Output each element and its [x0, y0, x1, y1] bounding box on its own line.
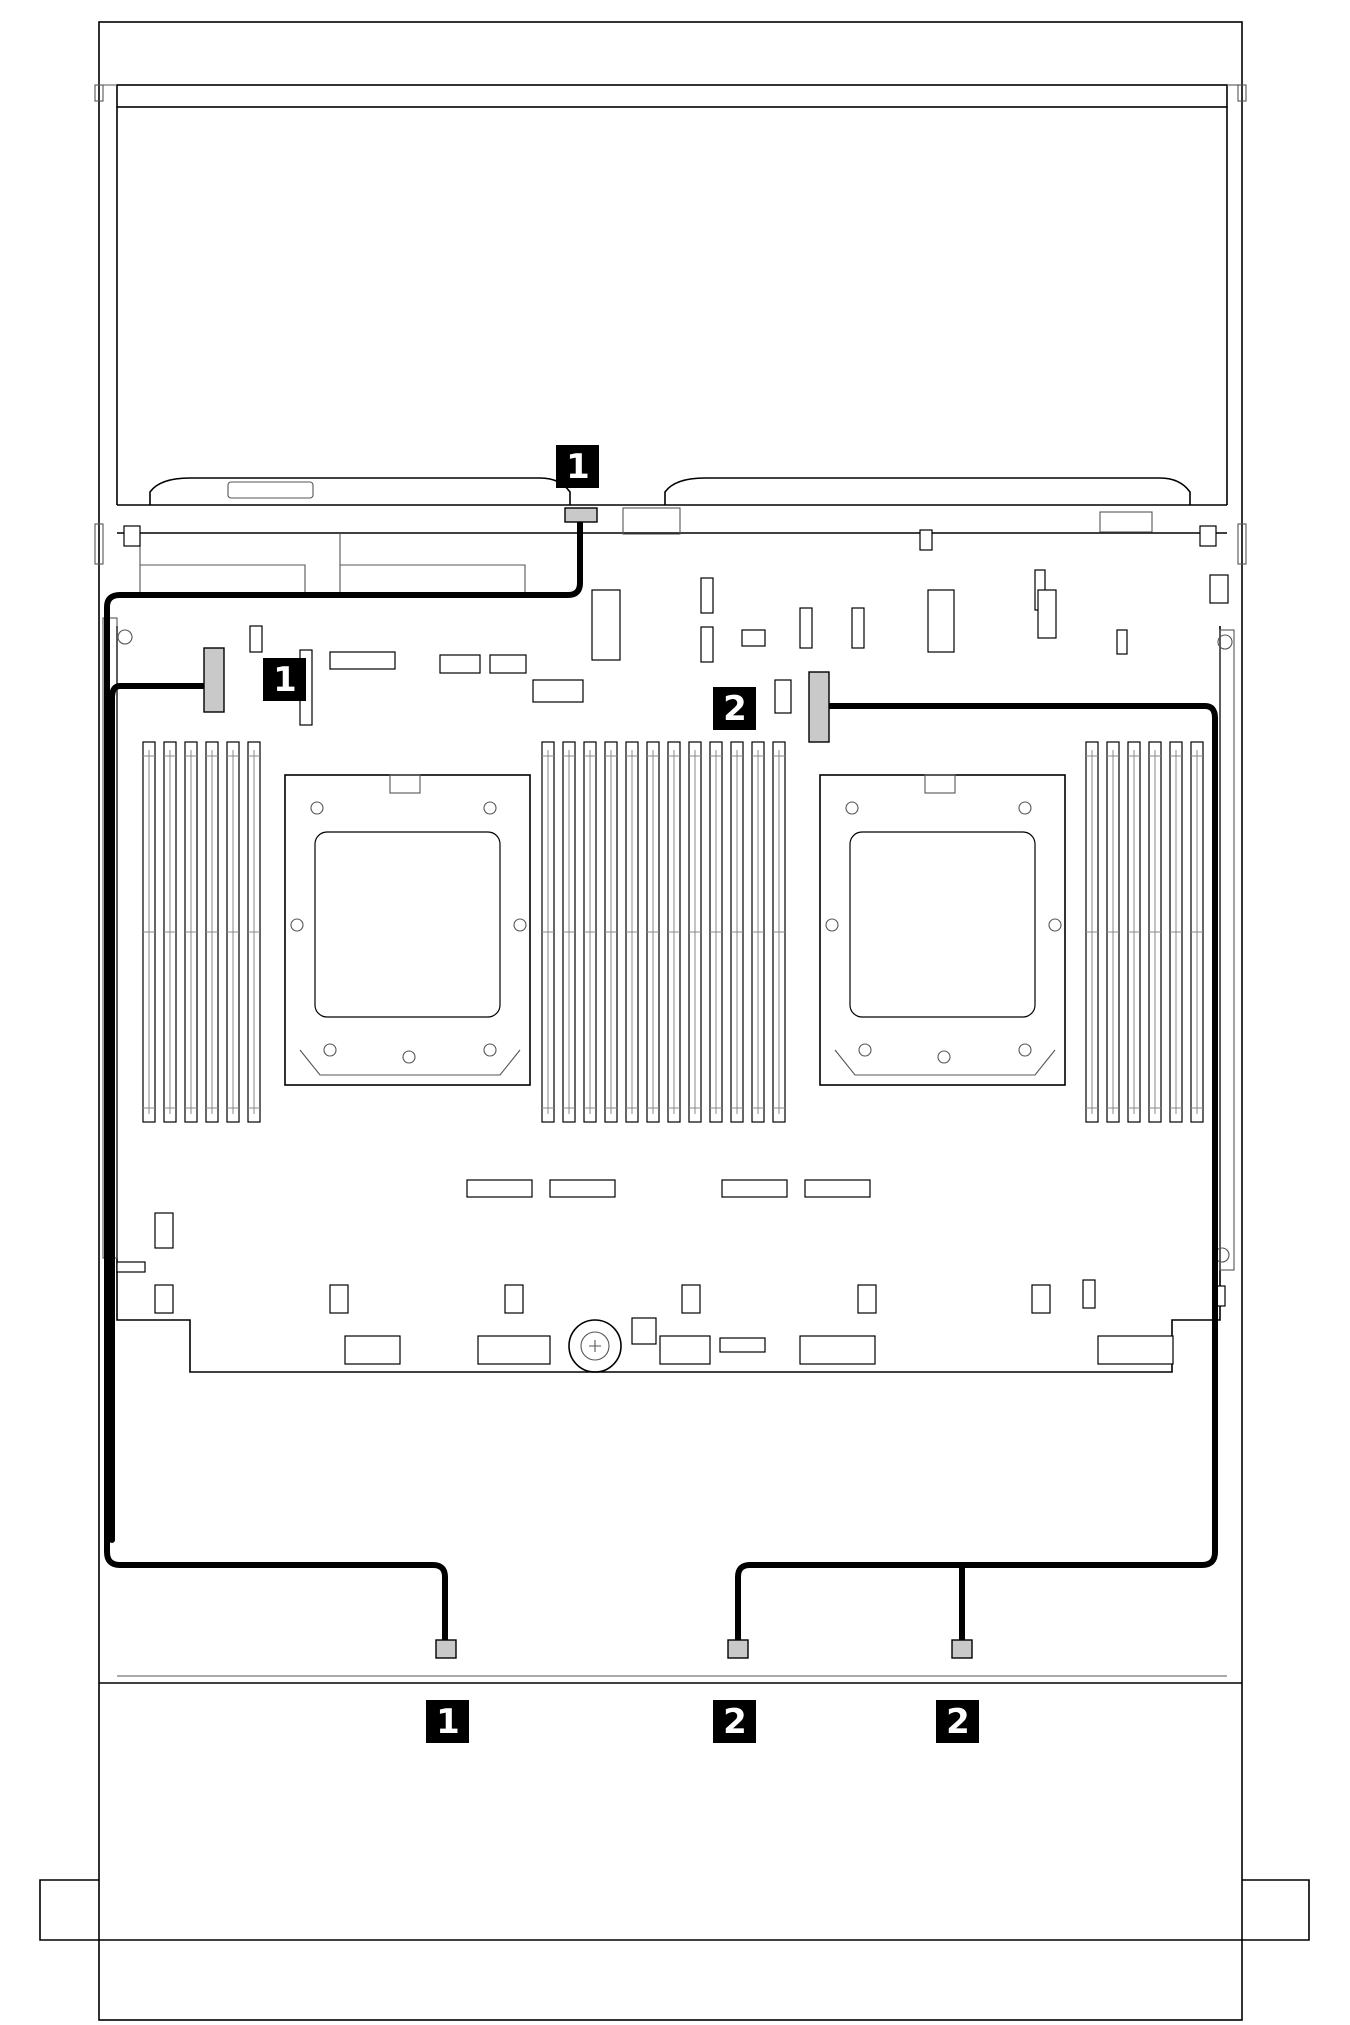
callout-2-front-a: 2	[713, 1700, 756, 1743]
svg-text:2: 2	[723, 1702, 747, 1742]
callout-1-front: 1	[426, 1700, 469, 1743]
svg-text:1: 1	[436, 1702, 460, 1742]
callout-1-top: 1	[556, 445, 599, 488]
cpu-socket-left	[284, 774, 531, 1086]
cables	[104, 512, 1218, 1643]
front-connectors	[116, 1212, 1226, 1373]
chassis	[39, 21, 1310, 2021]
dimm-slots	[142, 741, 1204, 1123]
cpu-socket-right	[819, 774, 1066, 1086]
connector-1-fan-cage	[564, 507, 598, 523]
svg-text:2: 2	[723, 689, 747, 729]
fan-cage	[117, 477, 1227, 598]
connector-2-backplane-b	[951, 1639, 973, 1659]
cable-1-riser	[109, 683, 207, 1543]
callout-2-front-b: 2	[936, 1700, 979, 1743]
connector-1-backplane	[435, 1639, 457, 1659]
connector-2-board	[808, 671, 830, 743]
cable-2-main	[735, 703, 1218, 1643]
mid-connectors	[466, 1179, 871, 1198]
callout-2-board: 2	[713, 687, 756, 730]
connector-2-backplane-a	[727, 1639, 749, 1659]
cable-connectors	[203, 507, 973, 1659]
connector-1-riser	[203, 647, 225, 713]
svg-text:2: 2	[946, 1702, 970, 1742]
cable-1-signal	[104, 512, 583, 1643]
svg-text:1: 1	[566, 447, 590, 487]
callout-1-riser: 1	[263, 658, 306, 701]
svg-text:1: 1	[273, 660, 297, 700]
